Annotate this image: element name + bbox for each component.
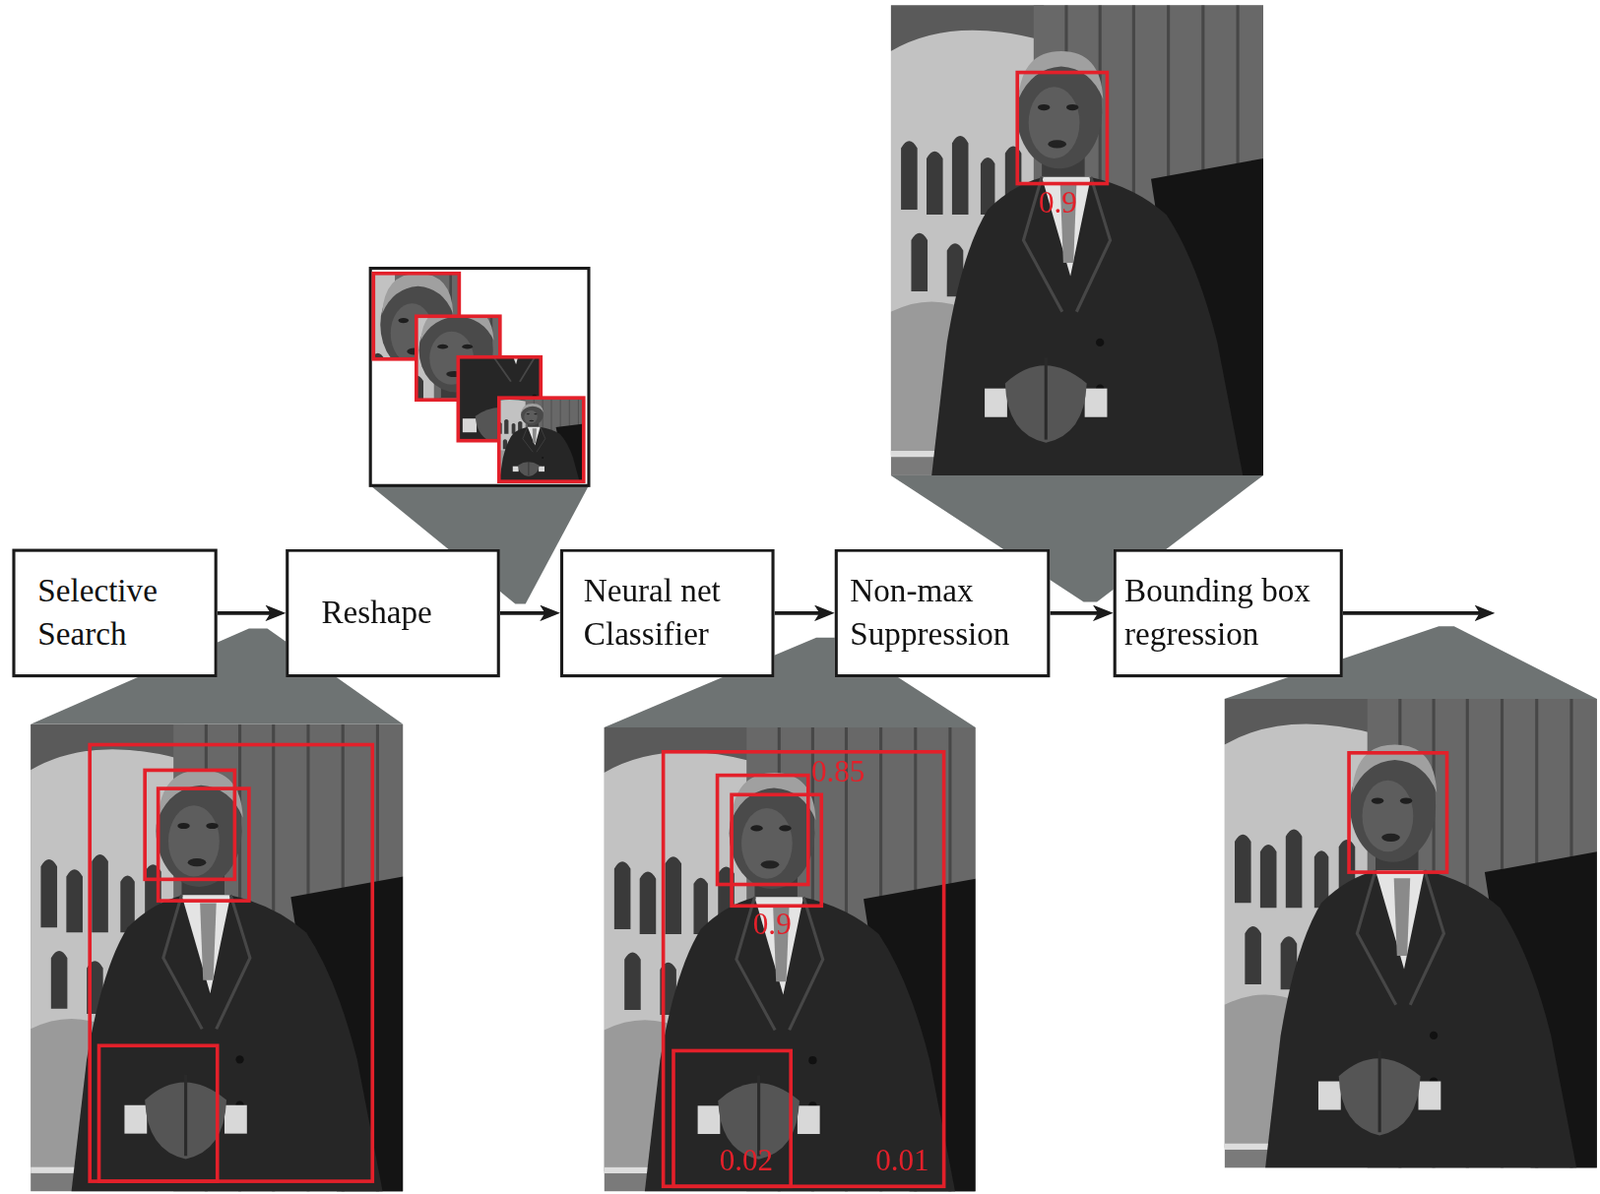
box-label: Non-max Suppression (849, 571, 1039, 656)
region-box (89, 745, 373, 1183)
flow-arrow (774, 611, 828, 616)
flow-arrow (217, 611, 278, 616)
photo (30, 724, 403, 1193)
score-label: 0.02 (719, 1145, 773, 1176)
photo-scene (30, 724, 403, 1193)
box-label: Bounding box regression (1124, 571, 1332, 656)
score-label: 0.9 (1038, 187, 1078, 218)
flow-arrow (1049, 611, 1105, 616)
scored-boxes (663, 752, 945, 1187)
photo-scene (891, 4, 1264, 476)
output-arrow (1343, 611, 1487, 616)
photo-scene (1224, 699, 1598, 1169)
crop-border (499, 397, 584, 482)
region-box (731, 794, 822, 906)
region-box (1348, 753, 1447, 873)
photo-scene (604, 727, 976, 1193)
flow-arrow (500, 611, 553, 616)
process-box: Bounding box regression (1113, 549, 1344, 679)
photo (1224, 699, 1598, 1169)
process-box: Selective Search (11, 549, 217, 679)
photo (891, 4, 1264, 476)
process-box: Reshape (285, 549, 501, 679)
score-label: 0.01 (875, 1145, 929, 1176)
proposal-boxes (89, 745, 373, 1183)
box-label: Selective Search (37, 571, 206, 656)
box-label: Reshape (320, 591, 432, 635)
region-box (673, 1050, 791, 1187)
process-box: Non-max Suppression (834, 549, 1051, 679)
region-box (1017, 72, 1107, 185)
process-box: Neural net Classifier (560, 549, 775, 679)
photo-scene (488, 394, 585, 483)
crop (488, 394, 585, 483)
score-label: 0.9 (753, 908, 792, 940)
region-box (99, 1045, 218, 1182)
region-box (663, 752, 945, 1187)
region-box (158, 788, 250, 901)
score-label: 0.85 (811, 756, 865, 787)
box-label: Neural net Classifier (583, 571, 764, 656)
photo (604, 727, 976, 1193)
